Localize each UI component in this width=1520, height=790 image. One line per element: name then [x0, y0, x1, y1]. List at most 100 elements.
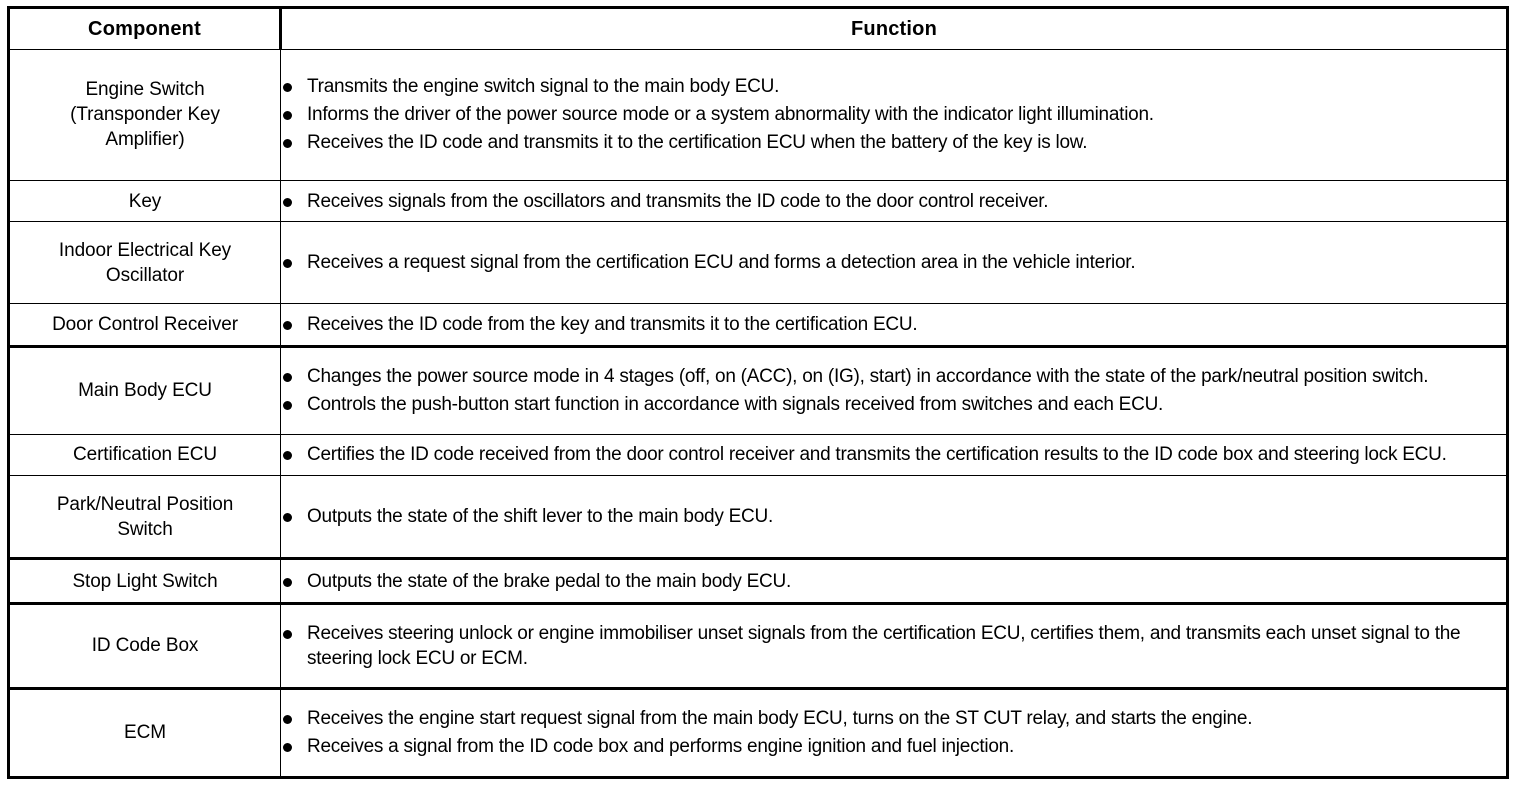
function-text: Informs the driver of the power source m… — [307, 104, 1154, 126]
function-list: Receives the ID code from the key and tr… — [281, 312, 1506, 337]
function-list-item: Receives the ID code from the key and tr… — [281, 312, 1506, 337]
component-cell: Certification ECU — [8, 433, 281, 477]
function-text: Receives signals from the oscillators an… — [307, 190, 1049, 212]
bullet-dot-icon — [283, 401, 292, 411]
table-row: Stop Light Switch Outputs the state of th… — [8, 557, 1508, 604]
component-label-line: Oscillator — [105, 264, 185, 286]
table-row: ECM Receives the engine start request sig… — [8, 686, 1508, 779]
bullet-dot-icon — [283, 513, 292, 523]
component-label-line: ID Code Box — [91, 635, 199, 657]
bullet-dot-icon — [283, 629, 292, 639]
function-list: Certifies the ID code received from the … — [281, 442, 1506, 467]
bullet-dot-icon — [283, 373, 292, 383]
function-list: Receives steering unlock or engine immob… — [281, 621, 1506, 671]
function-text: Transmits the engine switch signal to th… — [307, 76, 780, 98]
function-list: Receives a request signal from the certi… — [281, 250, 1506, 275]
component-cell: Stop Light Switch — [8, 557, 281, 604]
bullet-dot-icon — [283, 111, 292, 121]
function-cell: Receives steering unlock or engine immob… — [280, 601, 1508, 689]
table-row: Main Body ECU Changes the power source mo… — [8, 344, 1508, 435]
bullet-dot-icon — [283, 577, 292, 587]
function-list-item: Receives a signal from the ID code box a… — [281, 734, 1506, 759]
function-text: Receives a signal from the ID code box a… — [307, 736, 1015, 758]
bullet-dot-icon — [283, 83, 292, 93]
function-list: Outputs the state of the shift lever to … — [281, 504, 1506, 529]
function-list: Receives the engine start request signal… — [281, 706, 1506, 759]
function-text: Receives the engine start request signal… — [307, 708, 1253, 730]
function-cell: Receives signals from the oscillators an… — [280, 179, 1508, 223]
bullet-dot-icon — [283, 139, 292, 149]
function-text: Certifies the ID code received from the … — [307, 444, 1447, 466]
function-list-item: Changes the power source mode in 4 stage… — [281, 364, 1506, 389]
function-cell: Receives a request signal from the certi… — [280, 221, 1508, 304]
component-cell: Main Body ECU — [8, 344, 281, 435]
function-text: Outputs the state of the brake pedal to … — [307, 570, 792, 592]
function-text: Changes the power source mode in 4 stage… — [307, 366, 1429, 388]
table-header: Component Function — [8, 7, 1508, 50]
function-text: Outputs the state of the shift lever to … — [307, 506, 774, 528]
function-list-item: Receives the engine start request signal… — [281, 706, 1506, 731]
column-header-component: Component — [8, 7, 282, 50]
function-list: Outputs the state of the brake pedal to … — [281, 569, 1506, 594]
function-cell: Outputs the state of the brake pedal to … — [280, 557, 1508, 604]
component-label-line: Park/Neutral Position — [56, 493, 234, 515]
function-cell: Changes the power source mode in 4 stage… — [280, 344, 1508, 435]
component-label-line: Key — [128, 190, 162, 212]
function-text: Receives the ID code from the key and tr… — [307, 313, 918, 335]
component-label-line: Main Body ECU — [78, 380, 212, 402]
component-label-line: Switch — [117, 518, 173, 540]
column-header-function: Function — [280, 7, 1508, 50]
table-row: Certification ECU Certifies the ID code r… — [8, 433, 1508, 477]
function-text: Controls the push-button start function … — [307, 394, 1164, 416]
component-label-line: Indoor Electrical Key — [58, 239, 232, 261]
function-cell: Receives the ID code from the key and tr… — [280, 302, 1508, 347]
component-label-line: Amplifier) — [105, 129, 185, 151]
component-label-line: Certification ECU — [72, 444, 217, 466]
function-list-item: Receives steering unlock or engine immob… — [281, 621, 1506, 671]
function-list-item: Outputs the state of the brake pedal to … — [281, 569, 1506, 594]
table-row: ID Code Box Receives steering unlock or e… — [8, 601, 1508, 689]
function-list-item: Transmits the engine switch signal to th… — [281, 74, 1506, 99]
component-label-line: ECM — [124, 722, 166, 744]
header-row: Component Function — [8, 7, 1508, 50]
component-label-line: (Transponder Key — [70, 104, 220, 126]
function-list-item: Receives a request signal from the certi… — [281, 250, 1506, 275]
bullet-dot-icon — [283, 715, 292, 725]
bullet-dot-icon — [283, 197, 292, 207]
component-label-line: Stop Light Switch — [72, 570, 218, 592]
function-text: Receives steering unlock or engine immob… — [307, 622, 1461, 669]
function-text: Receives the ID code and transmits it to… — [307, 132, 1088, 154]
component-label-line: Door Control Receiver — [52, 313, 238, 335]
component-cell: ECM — [8, 686, 281, 779]
component-cell: ID Code Box — [8, 601, 281, 689]
function-list: Receives signals from the oscillators an… — [281, 189, 1506, 214]
component-cell: Door Control Receiver — [8, 302, 281, 347]
bullet-dot-icon — [283, 743, 292, 753]
function-cell: Certifies the ID code received from the … — [280, 433, 1508, 477]
bullet-dot-icon — [283, 320, 292, 330]
function-list: Changes the power source mode in 4 stage… — [281, 364, 1506, 417]
table-row: Door Control Receiver Receives the ID cod… — [8, 302, 1508, 347]
function-list-item: Outputs the state of the shift lever to … — [281, 504, 1506, 529]
function-cell: Outputs the state of the shift lever to … — [280, 475, 1508, 560]
function-list: Transmits the engine switch signal to th… — [281, 74, 1506, 155]
function-list-item: Certifies the ID code received from the … — [281, 442, 1506, 467]
function-list-item: Receives the ID code and transmits it to… — [281, 130, 1506, 155]
component-cell: Key — [8, 179, 281, 223]
function-list-item: Controls the push-button start function … — [281, 392, 1506, 417]
function-text: Receives a request signal from the certi… — [307, 252, 1136, 274]
table-row: Key Receives signals from the oscillators… — [8, 179, 1508, 223]
bullet-dot-icon — [283, 259, 292, 269]
function-cell: Transmits the engine switch signal to th… — [280, 49, 1508, 181]
component-label-line: Engine Switch — [85, 79, 205, 101]
bullet-dot-icon — [283, 451, 292, 461]
function-cell: Receives the engine start request signal… — [280, 686, 1508, 779]
